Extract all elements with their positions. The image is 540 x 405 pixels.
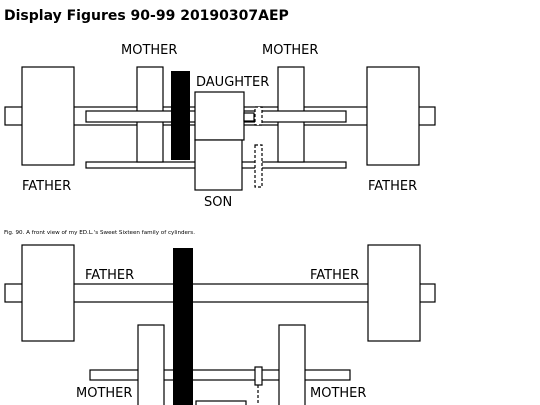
figure-caption: Fig. 90. A front view of my ED.L.'s Swee… [4, 230, 195, 236]
father-left-label: FATHER [85, 268, 134, 283]
upper-clutch [254, 106, 263, 126]
page-title: Display Figures 90-99 20190307AEP [4, 8, 289, 24]
mother-right-cylinder [278, 324, 306, 405]
mother-left-label: MOTHER [121, 43, 177, 58]
lower-shaft [89, 369, 351, 381]
father-right-label: FATHER [368, 179, 417, 194]
clutch [254, 366, 263, 386]
daughter-cylinder-top [195, 400, 247, 405]
father-left-cylinder [21, 244, 75, 342]
father-right-cylinder [366, 66, 420, 166]
father-right-label: FATHER [310, 268, 359, 283]
inner-hub [243, 112, 255, 122]
lower-clutch [254, 144, 263, 188]
mother-right-label: MOTHER [310, 386, 366, 401]
father-left-cylinder [21, 66, 75, 166]
drive-belt [171, 71, 190, 160]
drive-belt [173, 248, 193, 405]
mother-left-label: MOTHER [76, 386, 132, 401]
main-shaft [4, 283, 436, 303]
son-cylinder [194, 139, 243, 191]
father-right-cylinder [367, 244, 421, 342]
daughter-label: DAUGHTER [196, 75, 269, 90]
figure-91-view: FATHER FATHER MOTHER MOTHER [4, 244, 436, 405]
mother-right-label: MOTHER [262, 43, 318, 58]
son-label: SON [204, 195, 232, 210]
daughter-cylinder [194, 91, 245, 141]
father-left-label: FATHER [22, 179, 71, 194]
mother-left-cylinder [137, 324, 165, 405]
figure-90-front-view: MOTHER MOTHER DAUGHTER FATHER FATHER SON [4, 43, 436, 210]
